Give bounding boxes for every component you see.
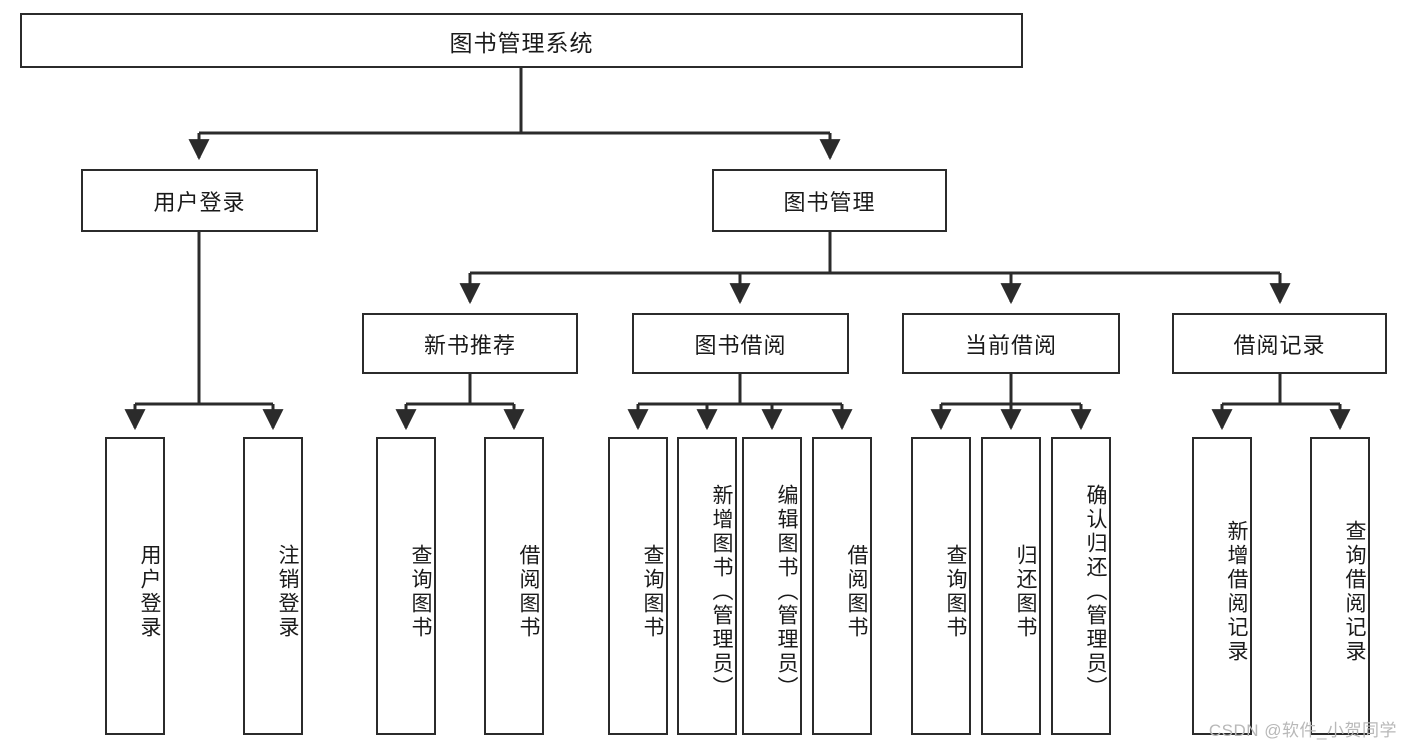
leaf-current-borrow-return[interactable]: 归还图书 [981,437,1041,735]
node-current-borrow[interactable]: 当前借阅 [902,313,1120,374]
node-label: 查询图书 [641,544,664,640]
leaf-book-borrow-query[interactable]: 查询图书 [608,437,668,735]
node-label: 新书推荐 [423,332,516,358]
node-book-management[interactable]: 图书管理 [712,169,947,232]
node-label: 图书借阅 [694,332,787,358]
leaf-book-borrow-borrow[interactable]: 借阅图书 [812,437,872,735]
node-user-login[interactable]: 用户登录 [81,169,318,232]
node-label: 借阅图书 [845,544,868,640]
watermark-text: CSDN @软件_小贺同学 [1208,721,1397,740]
node-label: 注销登录 [276,544,299,640]
node-label: 编辑图书（管理员） [775,484,798,700]
node-root-system[interactable]: 图书管理系统 [20,13,1023,68]
leaf-new-book-borrow[interactable]: 借阅图书 [484,437,544,735]
node-label: 借阅图书 [517,544,540,640]
node-label: 查询图书 [944,544,967,640]
node-label: 归还图书 [1014,544,1037,640]
node-label: 查询借阅记录 [1343,520,1366,664]
node-borrow-record[interactable]: 借阅记录 [1172,313,1387,374]
node-label: 当前借阅 [964,332,1057,358]
leaf-book-borrow-edit[interactable]: 编辑图书（管理员） [742,437,802,735]
node-book-borrow[interactable]: 图书借阅 [632,313,849,374]
node-label: 用户登录 [153,189,246,215]
leaf-current-borrow-confirm-return[interactable]: 确认归还（管理员） [1051,437,1111,735]
leaf-user-login-signin[interactable]: 用户登录 [105,437,165,735]
leaf-book-borrow-add[interactable]: 新增图书（管理员） [677,437,737,735]
leaf-new-book-query[interactable]: 查询图书 [376,437,436,735]
leaf-user-login-signout[interactable]: 注销登录 [243,437,303,735]
node-label: 图书管理系统 [449,29,594,56]
node-label: 查询图书 [409,544,432,640]
node-label: 新增借阅记录 [1225,520,1248,664]
leaf-borrow-record-add[interactable]: 新增借阅记录 [1192,437,1252,735]
leaf-borrow-record-query[interactable]: 查询借阅记录 [1310,437,1370,735]
node-new-book-recommend[interactable]: 新书推荐 [362,313,578,374]
node-label: 借阅记录 [1233,332,1326,358]
node-label: 确认归还（管理员） [1084,484,1107,700]
node-label: 图书管理 [783,189,876,215]
node-label: 新增图书（管理员） [710,484,733,700]
leaf-current-borrow-query[interactable]: 查询图书 [911,437,971,735]
node-label: 用户登录 [138,544,161,640]
